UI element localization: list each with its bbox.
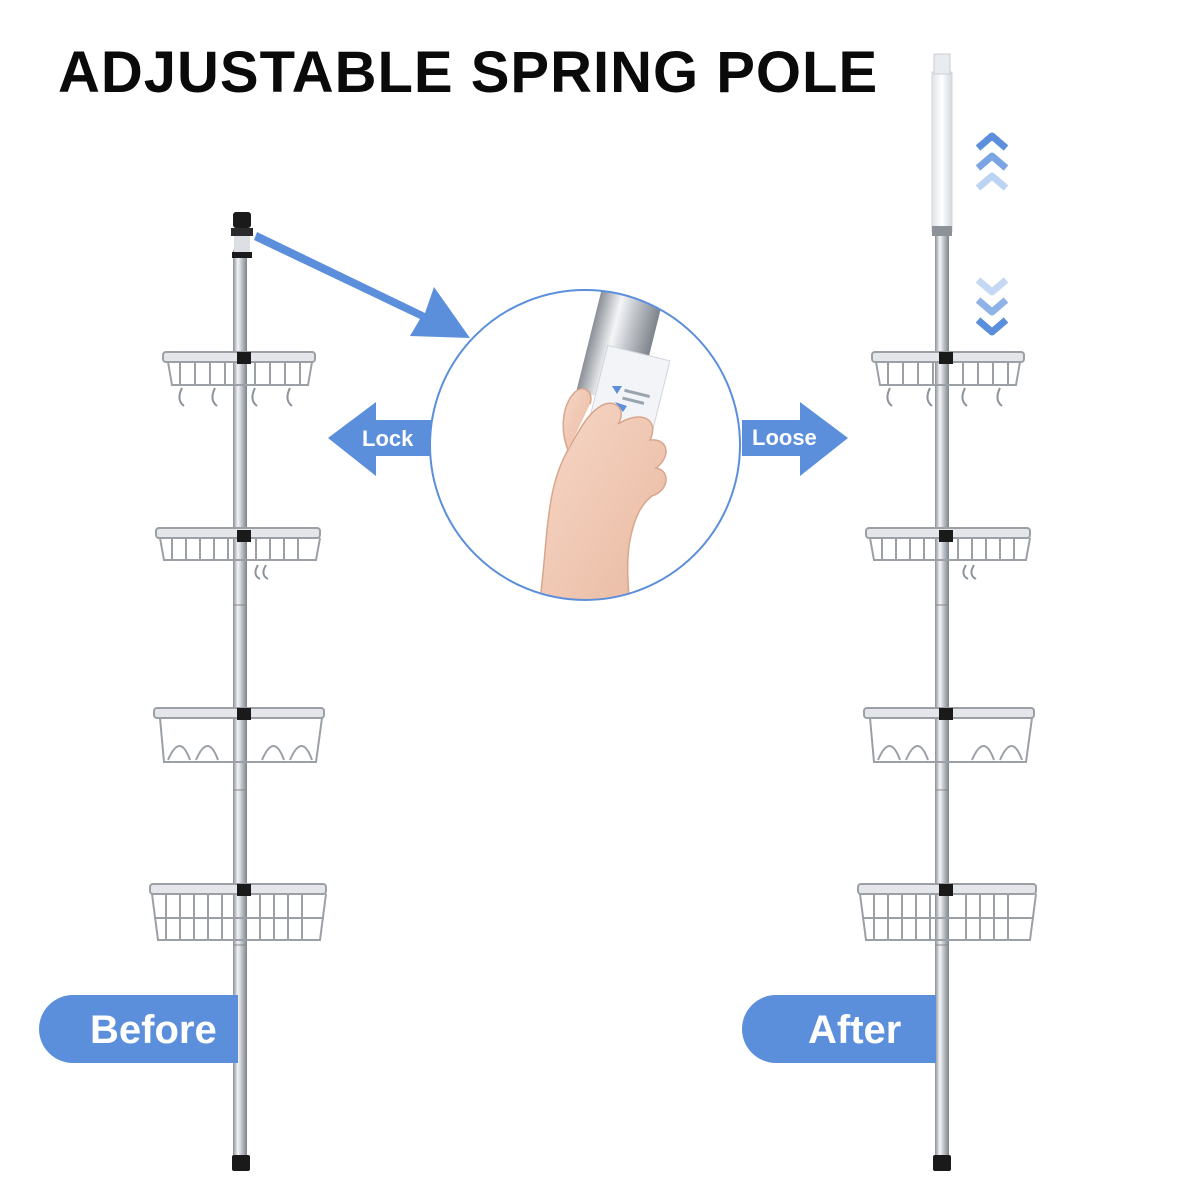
hand (539, 402, 667, 600)
loose-label: Loose (752, 425, 817, 450)
chevron-up-icon (975, 132, 1009, 191)
left-basket-1 (162, 351, 316, 407)
lock-arrow (328, 402, 434, 476)
left-foot (232, 1155, 250, 1171)
left-top-cap (233, 212, 251, 228)
pointer-arrow (254, 232, 470, 338)
after-label: After (808, 1008, 902, 1052)
left-basket-3 (153, 707, 325, 763)
right-basket-4 (857, 883, 1037, 941)
chevron-down-icon (975, 277, 1009, 336)
zoom-detail-circle (429, 289, 741, 601)
after-pill (742, 995, 936, 1063)
before-pill (39, 995, 238, 1063)
right-basket-1 (871, 351, 1025, 407)
right-pole (935, 236, 949, 1171)
before-label: Before (90, 1008, 217, 1052)
extended-spring-tube (931, 71, 953, 233)
right-basket-3 (863, 707, 1035, 763)
lock-label: Lock (362, 426, 414, 451)
page-title: ADJUSTABLE SPRING POLE (58, 40, 879, 105)
right-pole-assembly (931, 53, 953, 1171)
right-foot (933, 1155, 951, 1171)
left-basket-2 (155, 527, 321, 580)
loose-arrow (742, 402, 848, 476)
left-basket-4 (149, 883, 327, 941)
right-basket-2 (865, 527, 1031, 580)
